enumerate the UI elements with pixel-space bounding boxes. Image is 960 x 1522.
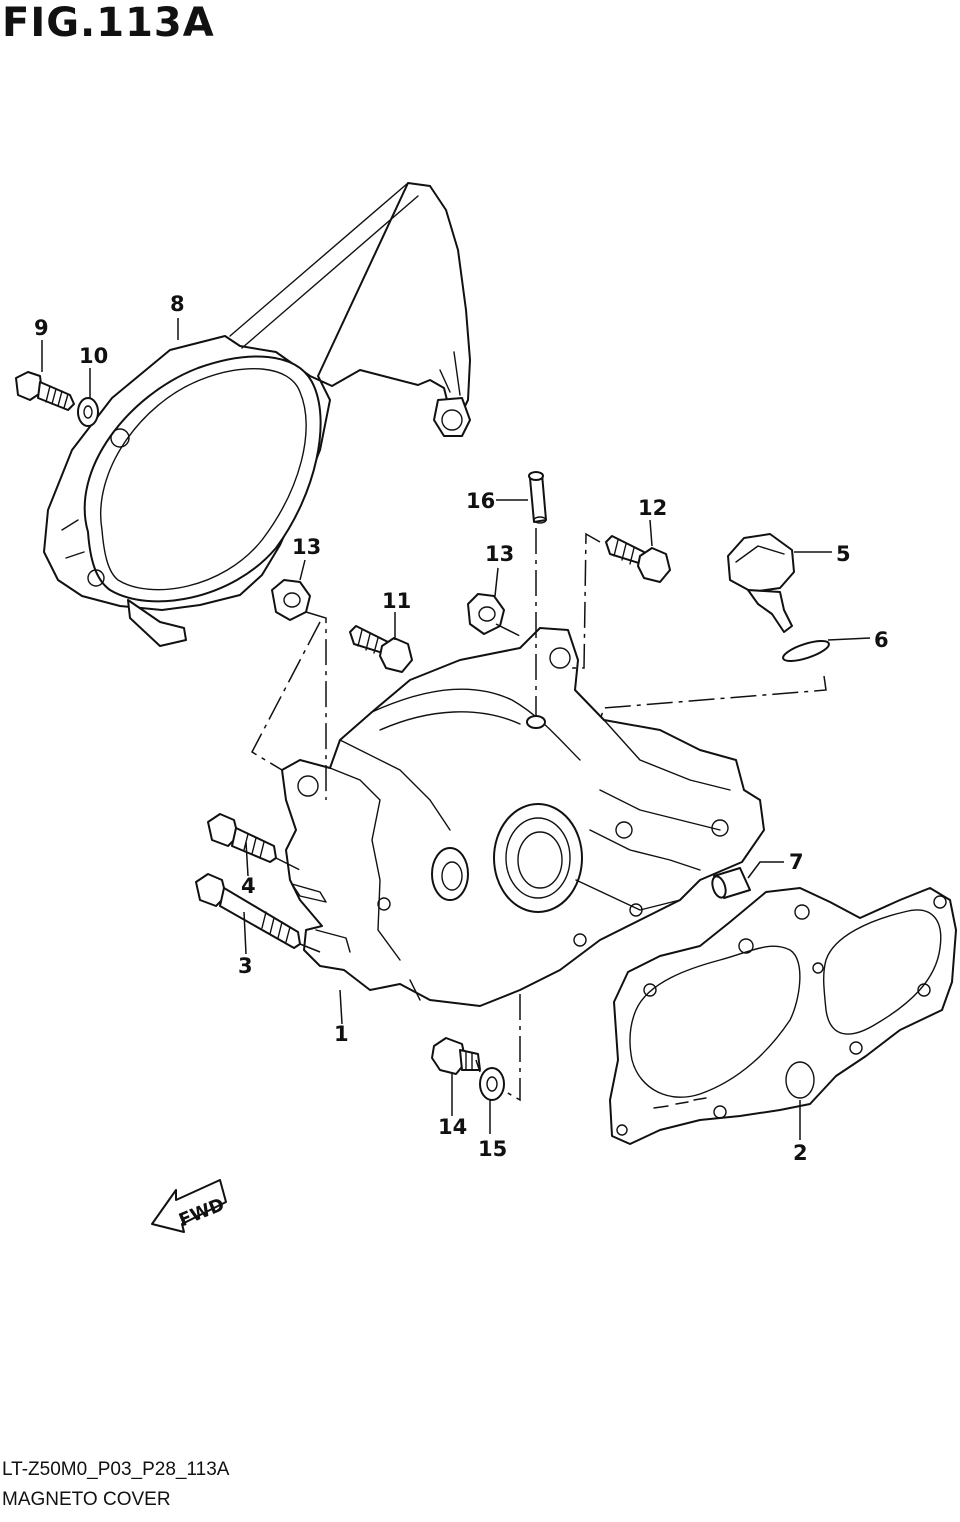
callout-3: 3 [238,954,253,978]
oil-filler-cap-5-part[interactable] [727,533,795,633]
callout-6: 6 [874,628,889,652]
magneto-cover-part[interactable] [43,182,471,647]
bolt-12-part[interactable] [605,535,671,583]
callout-12: 12 [638,496,667,520]
callout-labels: 8 9 10 13 13 11 12 16 5 6 7 4 3 1 2 14 1… [34,292,889,1165]
gasket-2-part[interactable] [609,887,957,1145]
o-ring-6-part[interactable] [781,637,831,665]
callout-9: 9 [34,316,49,340]
gasket-washer-15-part[interactable] [479,1067,505,1101]
callout-2: 2 [793,1141,808,1165]
callout-16: 16 [466,489,495,513]
callout-5: 5 [836,542,851,566]
drawing-code: LT-Z50M0_P03_P28_113A [2,1459,230,1480]
crankcase-cover-1-part[interactable] [281,627,765,1007]
callout-14: 14 [438,1115,467,1139]
grommet-13-left-part[interactable] [271,579,311,621]
long-bolt-3-part[interactable] [195,873,301,949]
grommet-13-right-part[interactable] [467,593,505,635]
washer-10-part[interactable] [77,397,99,427]
callout-7-visible: 7 [789,850,804,874]
forward-direction-arrow-icon: FWD [151,1179,227,1233]
callout-leaders [41,318,871,1140]
dowel-pin-7-part[interactable] [710,867,751,899]
drain-plug-14-part[interactable] [431,1037,481,1075]
pipe-16-part[interactable] [528,471,547,524]
callout-8: 8 [170,292,185,316]
callout-13-left: 13 [292,535,321,559]
bolt-11-part[interactable] [349,625,413,673]
callout-4: 4 [241,874,256,898]
callout-1: 1 [334,1022,349,1046]
figure-title: FIG.113A [2,0,215,46]
figure-name: MAGNETO COVER [2,1489,171,1510]
callout-10: 10 [79,344,108,368]
assembly-guide-lines [251,528,827,1102]
bolt-9-part[interactable] [15,371,75,411]
callout-11: 11 [382,589,411,613]
callout-13-right: 13 [485,542,514,566]
bolt-4-part[interactable] [207,813,277,863]
callout-15: 15 [478,1137,507,1161]
